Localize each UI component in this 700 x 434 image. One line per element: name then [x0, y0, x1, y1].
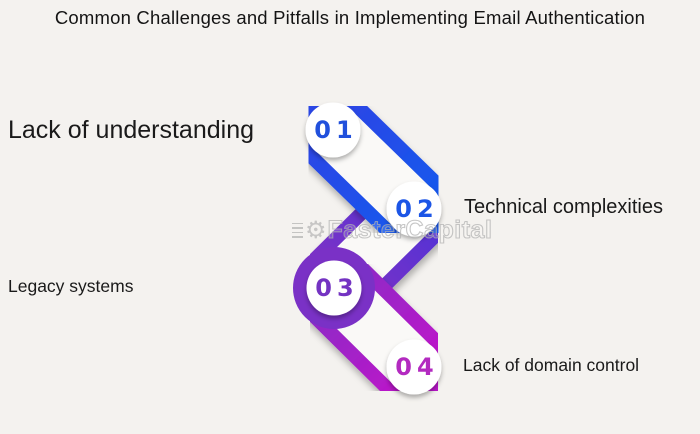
step-number-04: 04: [395, 353, 438, 381]
step-ring-03: [293, 247, 375, 329]
step-number-02: 02: [395, 195, 438, 223]
step-circle-02: [386, 181, 442, 237]
step-number-03: 03: [315, 274, 358, 302]
step-label-technical-complexities: Technical complexities: [464, 196, 663, 218]
step-circle-01: [305, 102, 361, 158]
page-title: Common Challenges and Pitfalls in Implem…: [54, 7, 646, 28]
step-number-01: 01: [314, 116, 357, 144]
step-label-lack-of-understanding: Lack of understanding: [8, 116, 255, 144]
step-circle-03: [306, 260, 362, 316]
step-label-lack-of-domain-control: Lack of domain control: [463, 355, 640, 375]
step-label-legacy-systems: Legacy systems: [8, 276, 134, 296]
step-circle-04: [386, 339, 442, 395]
